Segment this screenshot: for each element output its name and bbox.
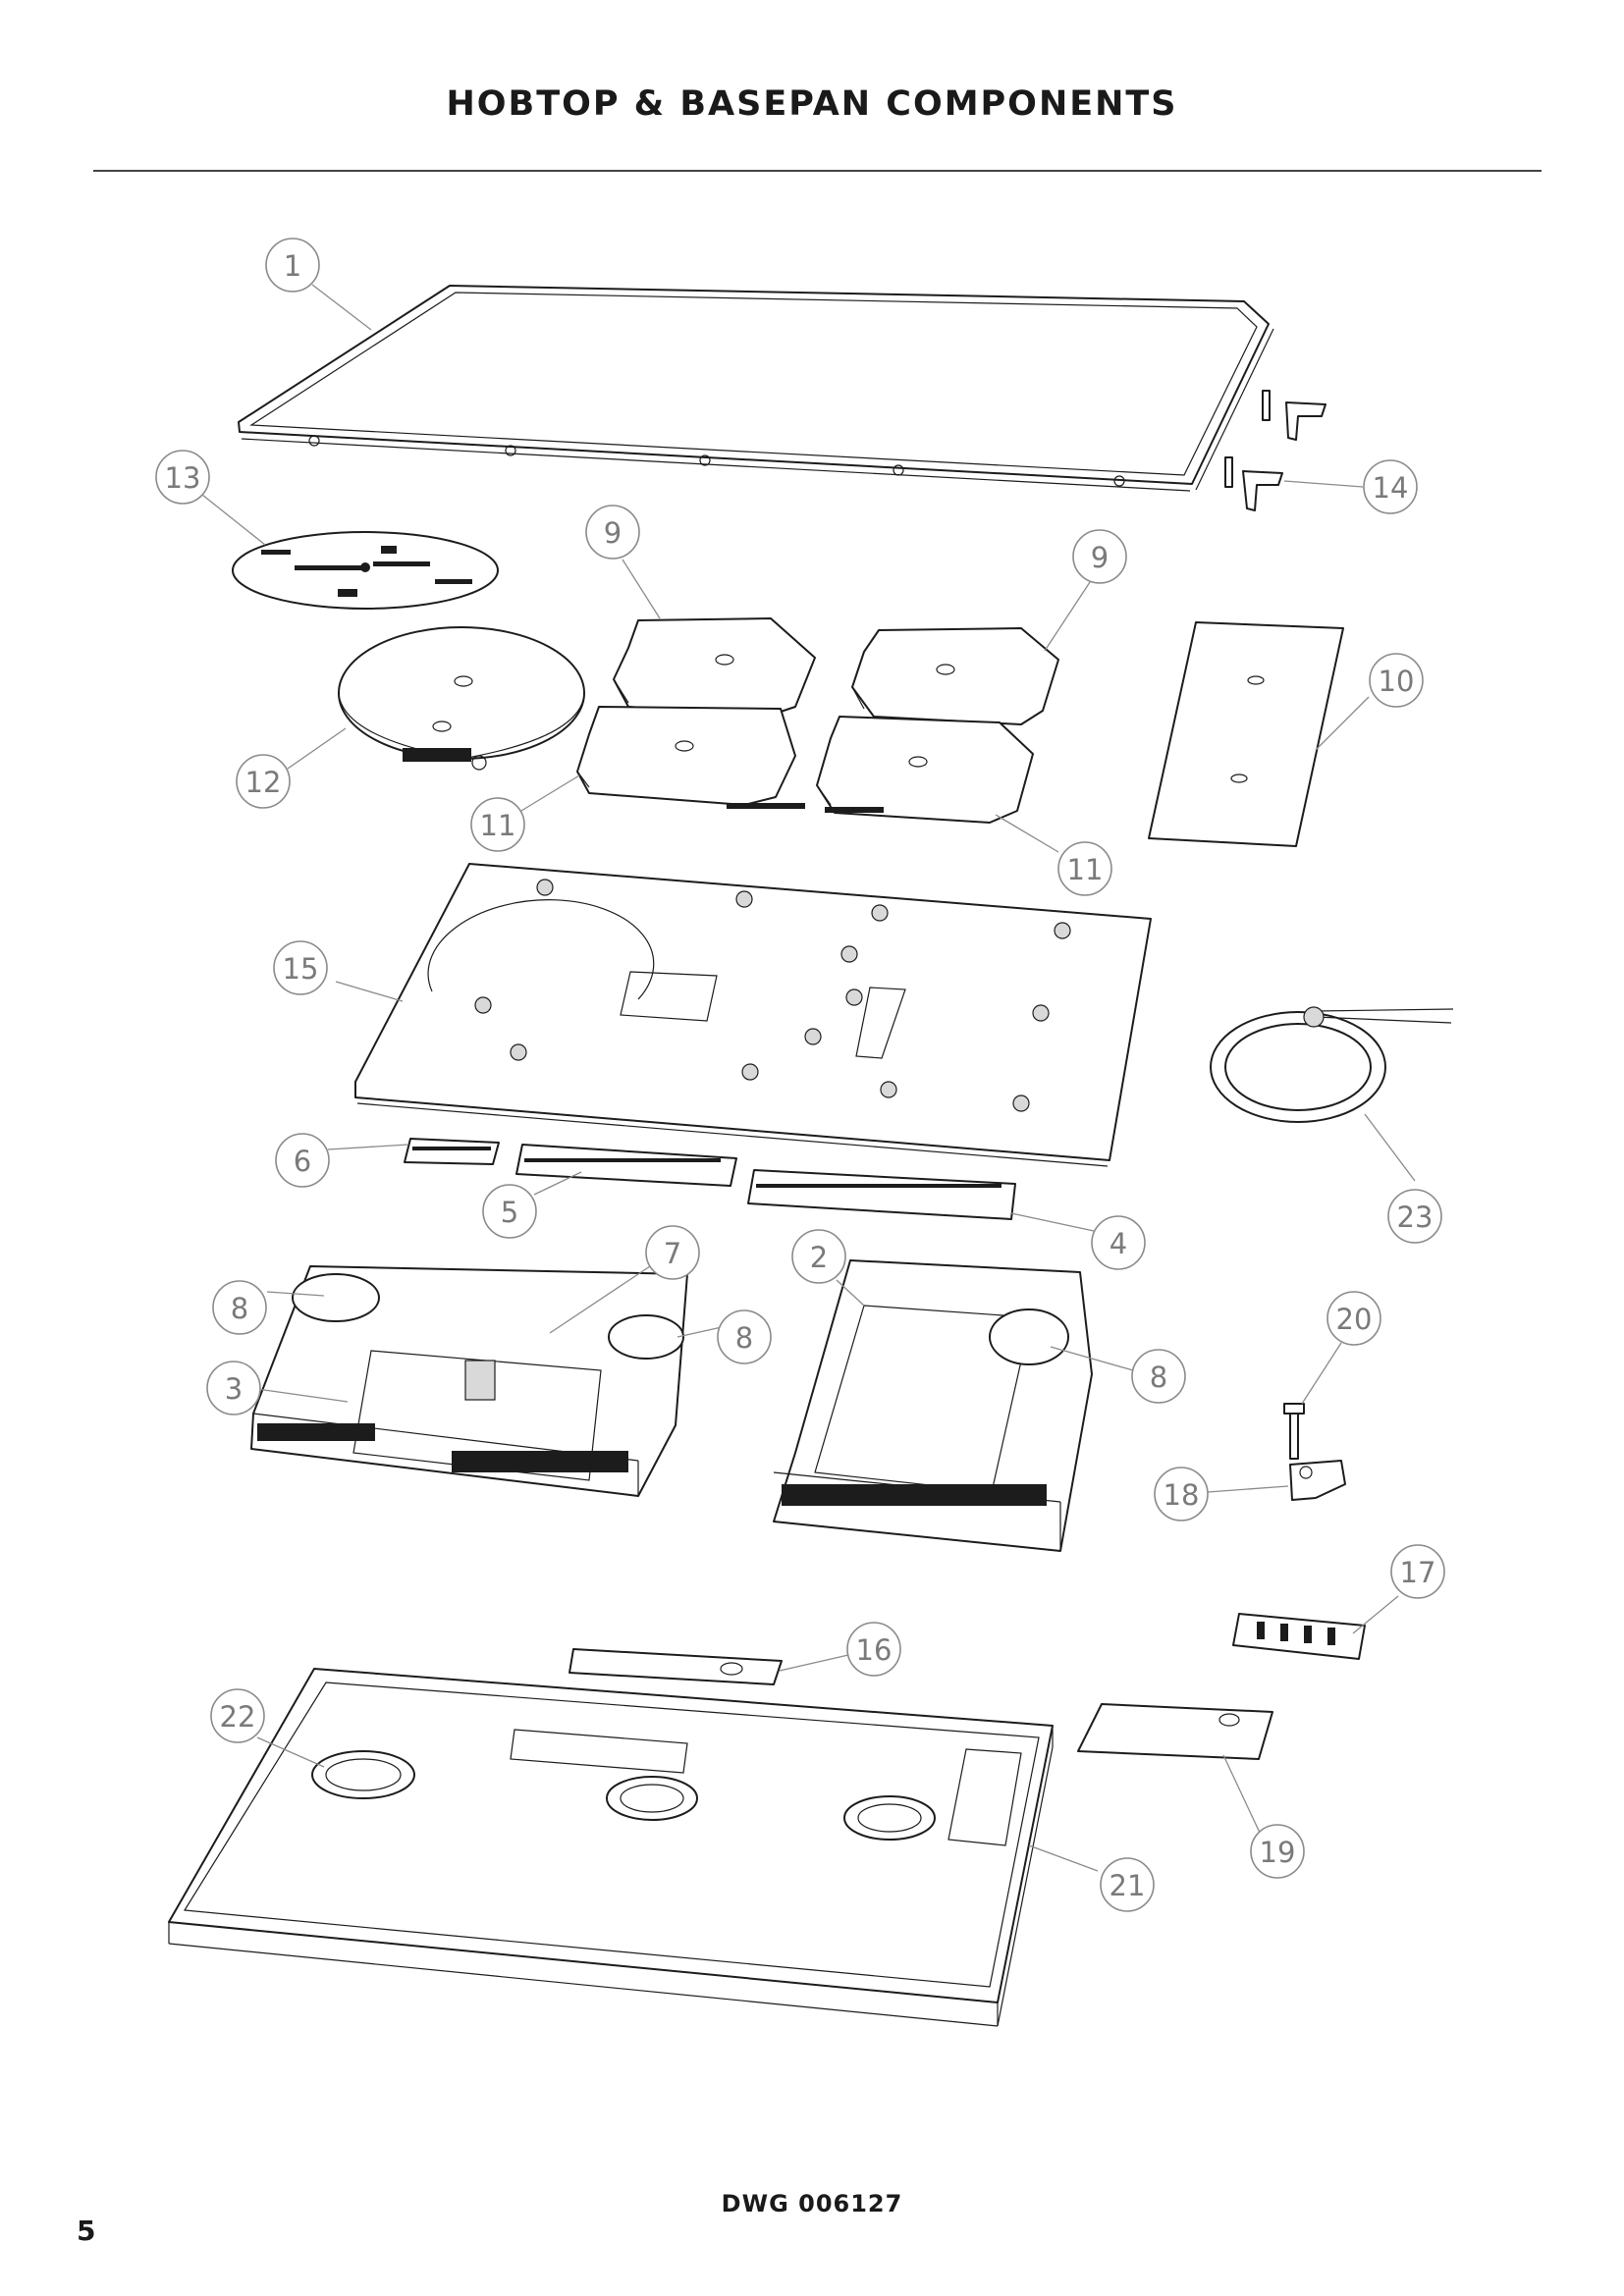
callout-number: 13 <box>165 461 201 495</box>
callout-number: 8 <box>1150 1361 1167 1394</box>
callout-3: 3 <box>206 1361 261 1415</box>
part-basepan <box>168 1668 1054 2027</box>
callout-number: 9 <box>1091 541 1109 574</box>
part-glass-hobtop <box>238 285 1274 492</box>
callout-number: 18 <box>1164 1478 1200 1512</box>
callout-2: 2 <box>791 1229 846 1284</box>
callout-10: 10 <box>1369 653 1424 708</box>
callout-14: 15 <box>273 940 328 995</box>
callout-number: 1 <box>284 249 301 283</box>
callout-5: 5 <box>482 1184 537 1239</box>
part-left-power-module <box>250 1265 688 1497</box>
part-front-left-coil <box>576 706 805 809</box>
callout-16: 16 <box>846 1622 901 1677</box>
callout-number: 12 <box>245 766 282 799</box>
callout-number: 8 <box>735 1321 753 1355</box>
page-number: 5 <box>77 2215 96 2247</box>
callout-17: 17 <box>1390 1544 1445 1599</box>
page-title: HOBTOP & BASEPAN COMPONENTS <box>446 84 1178 124</box>
part-control-pcbs <box>404 1138 1016 1220</box>
callout-number: 15 <box>283 952 319 986</box>
callout-4: 4 <box>1091 1215 1146 1270</box>
drawing-number: DWG 006127 <box>721 2190 903 2217</box>
part-mounting-brackets <box>1224 390 1326 511</box>
part-right-power-module <box>773 1259 1093 1552</box>
part-cord-clamp <box>1289 1460 1346 1501</box>
part-power-supply-cable <box>1210 1006 1454 1123</box>
part-large-induction-coil <box>338 626 585 771</box>
title-rule <box>93 170 1542 172</box>
callout-number: 3 <box>225 1372 243 1406</box>
part-terminal-plate <box>1077 1703 1273 1760</box>
part-cord-clamp-screw <box>1283 1403 1305 1460</box>
callout-number: 8 <box>231 1292 248 1325</box>
callout-8a: 8 <box>212 1280 267 1335</box>
callout-9a: 9 <box>585 505 640 560</box>
callout-number: 20 <box>1336 1303 1373 1336</box>
callout-8c: 8 <box>1131 1349 1186 1404</box>
callout-13: 13 <box>155 450 210 505</box>
callout-number: 14 <box>1373 471 1409 505</box>
callout-number: 2 <box>810 1241 828 1274</box>
callout-11b: 11 <box>1057 841 1112 896</box>
callout-number: 16 <box>856 1633 893 1667</box>
callout-number: 9 <box>604 516 622 550</box>
part-cover-plate <box>568 1648 783 1685</box>
callout-number: 17 <box>1400 1556 1436 1589</box>
callout-21: 21 <box>1100 1857 1155 1912</box>
part-rear-right-coil <box>851 627 1059 725</box>
callout-number: 19 <box>1260 1836 1296 1869</box>
callout-number: 7 <box>664 1237 681 1270</box>
callout-22: 22 <box>210 1688 265 1743</box>
callout-number: 11 <box>480 809 516 842</box>
callout-23: 23 <box>1387 1189 1442 1244</box>
callout-number: 4 <box>1110 1227 1127 1260</box>
callout-number: 6 <box>294 1145 311 1178</box>
part-front-right-coil <box>816 716 1034 824</box>
callout-11a: 11 <box>470 797 525 852</box>
leader-lines <box>201 284 1416 1872</box>
callout-15: 14 <box>1363 459 1418 514</box>
callout-6: 6 <box>275 1133 330 1188</box>
callout-9b: 9 <box>1072 529 1127 584</box>
callout-18: 18 <box>1154 1467 1209 1522</box>
callout-19: 19 <box>1250 1824 1305 1879</box>
callout-number: 23 <box>1397 1201 1434 1234</box>
callout-number: 10 <box>1379 665 1415 698</box>
part-rear-left-coil <box>613 617 816 718</box>
callout-1: 1 <box>265 238 320 293</box>
callout-number: 22 <box>220 1700 256 1734</box>
callout-number: 11 <box>1067 853 1104 886</box>
callout-20: 20 <box>1326 1291 1381 1346</box>
callout-12: 12 <box>236 754 291 809</box>
callout-number: 21 <box>1110 1869 1146 1902</box>
part-terminal-block <box>1232 1613 1366 1660</box>
callout-8b: 8 <box>717 1309 772 1364</box>
callout-7: 7 <box>645 1225 700 1280</box>
part-coil-support-plate <box>354 863 1152 1167</box>
part-coil-spacer-disc <box>232 531 499 610</box>
callout-number: 5 <box>501 1196 518 1229</box>
part-insulation-sheet <box>1148 621 1344 847</box>
